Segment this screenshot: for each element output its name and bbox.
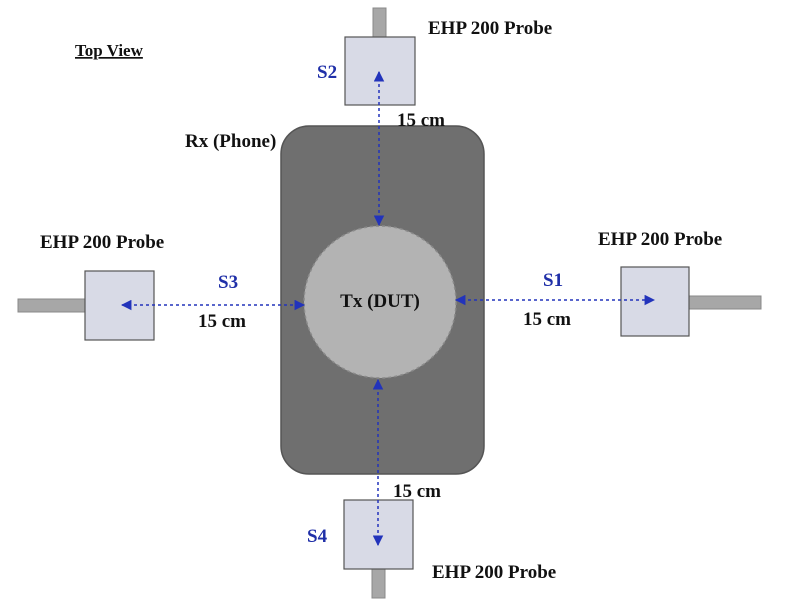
distance-label-s3: 15 cm	[198, 311, 246, 332]
probe-label-s2: EHP 200 Probe	[428, 18, 552, 39]
probe-box-s1	[620, 266, 690, 337]
probe-stem-bottom	[371, 567, 386, 599]
view-title: Top View	[75, 41, 144, 60]
sensor-label-s1: S1	[543, 270, 563, 291]
probe-box-s4	[343, 499, 414, 570]
probe-box-s2	[344, 36, 416, 106]
distance-label-s2: 15 cm	[397, 110, 445, 131]
dut-label: Tx (DUT)	[340, 291, 420, 312]
probe-label-s1: EHP 200 Probe	[598, 229, 722, 250]
probe-stem-left	[17, 298, 87, 313]
probe-stem-right	[687, 295, 762, 310]
sensor-label-s4: S4	[307, 526, 328, 547]
probe-stem-top	[372, 7, 387, 39]
probe-label-s4: EHP 200 Probe	[432, 562, 556, 583]
phone-label: Rx (Phone)	[185, 131, 276, 152]
distance-label-s1: 15 cm	[523, 309, 571, 330]
distance-label-s4: 15 cm	[393, 481, 441, 502]
sensor-label-s2: S2	[317, 62, 337, 83]
sensor-label-s3: S3	[218, 272, 238, 293]
probe-box-s3	[84, 270, 155, 341]
probe-label-s3: EHP 200 Probe	[40, 232, 164, 253]
